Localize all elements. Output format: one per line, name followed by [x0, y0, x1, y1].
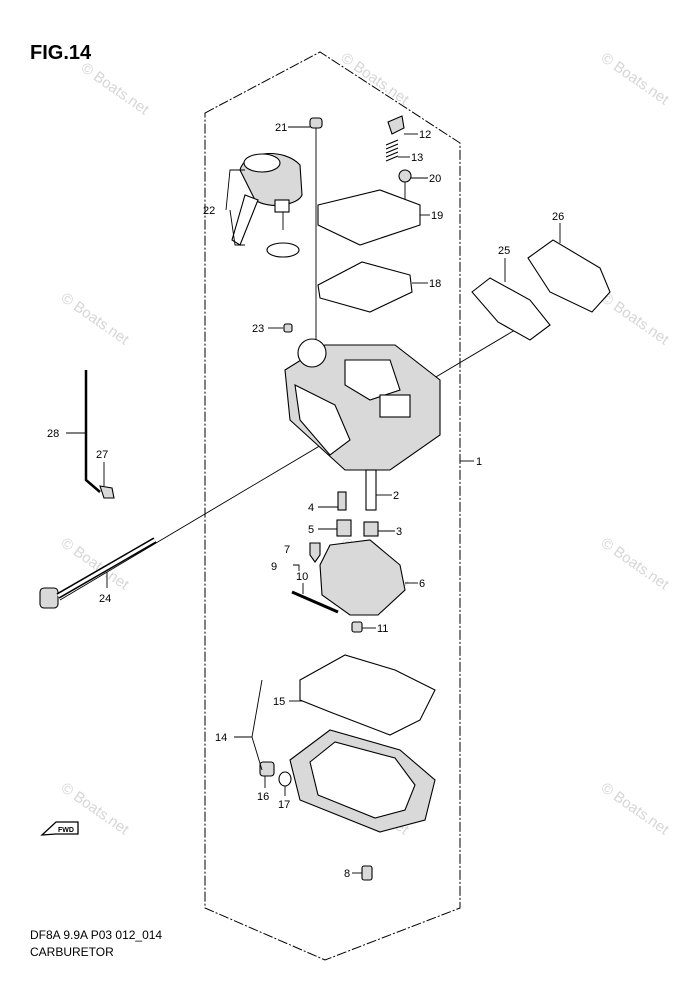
assembly-outline: [204, 51, 461, 961]
callout-25: 25: [498, 245, 510, 257]
jet-holder-part: [336, 519, 352, 537]
float-pin-part: [291, 590, 339, 614]
needle-clip-part: [293, 564, 300, 571]
long-bolt-part: [39, 537, 157, 609]
float-part: [319, 539, 406, 616]
bowl-screw-part: [361, 865, 373, 881]
callout-20: 20: [429, 173, 441, 185]
watermark: © Boats.net: [598, 779, 673, 838]
bolt-axis-line: [59, 329, 516, 601]
drain-plug-part: [259, 761, 275, 777]
callout-19: 19: [431, 210, 443, 222]
cover-plate-part: [317, 189, 421, 246]
callout-24: 24: [99, 593, 111, 605]
float-bowl-inner: [309, 741, 416, 819]
callout-15: 15: [273, 696, 285, 708]
diagram-name: CARBURETOR: [30, 945, 114, 959]
needle-valve-part: [309, 542, 321, 563]
adjuster-screw-part: [385, 115, 405, 162]
callout-21: 21: [275, 122, 287, 134]
float-screw-part: [351, 621, 363, 633]
main-nozzle-part: [365, 469, 377, 511]
callout-3: 3: [396, 526, 402, 538]
callout-28: 28: [47, 428, 59, 440]
callout-11: 11: [377, 623, 388, 635]
diagram-code: DF8A 9.9A P03 012_014: [30, 928, 163, 942]
carburetor-body-part: [284, 338, 441, 471]
main-jet-part: [363, 521, 379, 537]
watermark: © Boats.net: [78, 59, 153, 118]
figure-title: FIG.14: [30, 42, 92, 64]
watermark: © Boats.net: [58, 289, 133, 348]
watermark: © Boats.net: [598, 289, 673, 348]
callout-4: 4: [308, 502, 314, 514]
pilot-jet-part: [337, 491, 347, 511]
callout-13: 13: [411, 152, 423, 164]
watermark: © Boats.net: [598, 534, 673, 593]
bowl-gasket-part: [299, 654, 436, 736]
callout-6: 6: [419, 578, 425, 590]
watermark: © Boats.net: [338, 49, 413, 108]
callout-5: 5: [308, 524, 314, 536]
small-screw-part: [283, 323, 293, 333]
forward-arrow-label: FWD: [58, 827, 74, 834]
callout-12: 12: [419, 129, 431, 141]
intake-gasket-part: [471, 277, 551, 341]
callout-7: 7: [284, 544, 290, 556]
callout-16: 16: [257, 791, 269, 803]
drain-gasket-part: [278, 771, 292, 787]
cover-screw-part: [398, 169, 412, 205]
callout-26: 26: [552, 211, 564, 223]
forward-arrow-icon: FWD: [40, 821, 79, 836]
callout-8: 8: [344, 868, 350, 880]
rod-clip-part: [99, 485, 115, 499]
callout-9: 9: [271, 561, 277, 573]
cover-gasket-part: [317, 261, 413, 313]
callout-2: 2: [393, 490, 399, 502]
insulator-part: [527, 239, 611, 313]
o-ring-part: [266, 242, 300, 258]
watermark: © Boats.net: [598, 49, 673, 108]
screw-part: [309, 117, 323, 355]
callout-10: 10: [296, 571, 308, 583]
callout-23: 23: [252, 323, 264, 335]
callout-22: 22: [203, 205, 215, 217]
callout-18: 18: [429, 278, 441, 290]
callout-17: 17: [278, 799, 290, 811]
callout-1: 1: [476, 456, 482, 468]
callout-14: 14: [215, 732, 227, 744]
link-rod-part: [84, 370, 101, 493]
callouts: 21 12 13 20 19 18 22 23 1 2 4 3 5 7 9 6 …: [47, 122, 564, 880]
callout-27: 27: [96, 449, 108, 461]
fuel-connector-part: [231, 153, 303, 246]
